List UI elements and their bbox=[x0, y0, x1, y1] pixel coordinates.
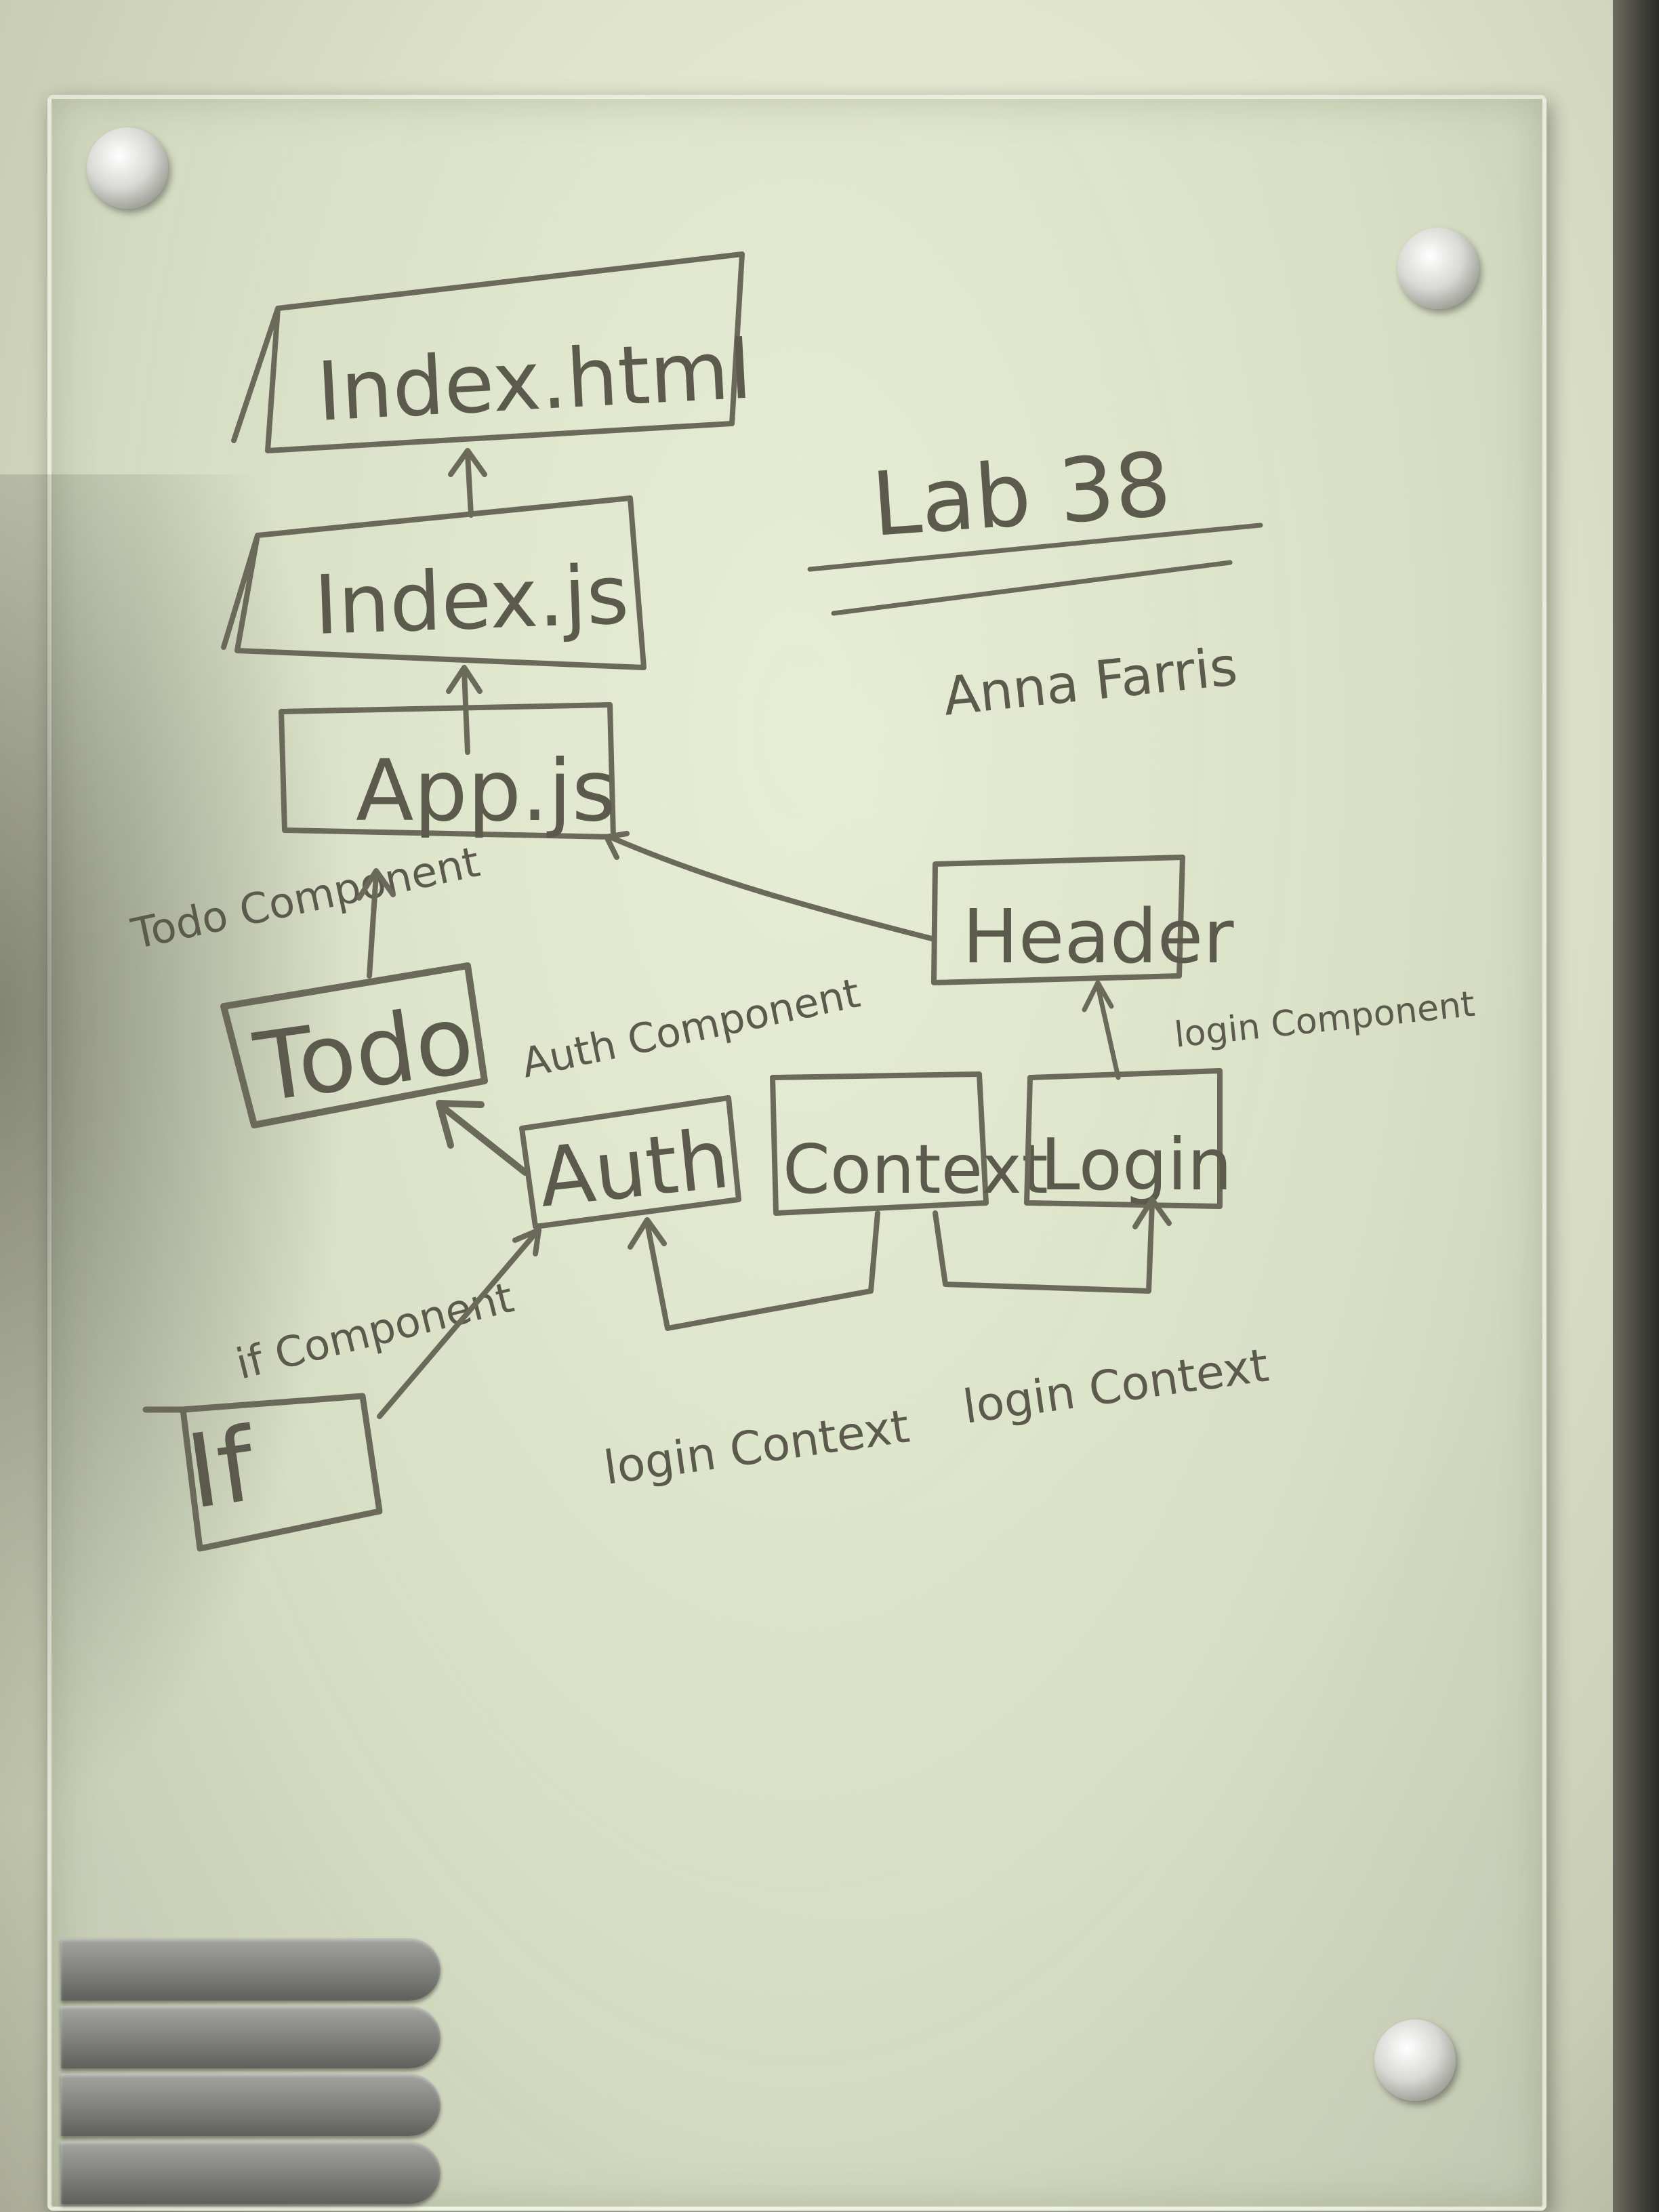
node-box bbox=[142, 1393, 383, 1552]
node-box bbox=[931, 855, 1185, 985]
door-edge bbox=[1613, 0, 1659, 2212]
mount-standoff-top-left bbox=[87, 127, 168, 209]
title-underline bbox=[807, 523, 1263, 572]
node-app-js: App.js bbox=[279, 702, 616, 840]
node-box bbox=[770, 1071, 989, 1216]
node-auth: Auth bbox=[519, 1095, 741, 1229]
arrow-auth-to-todo bbox=[436, 1100, 529, 1176]
hand-shadow bbox=[0, 474, 352, 1830]
arrow-todo-to-appjs bbox=[356, 868, 396, 979]
node-context: Context bbox=[770, 1071, 1048, 1216]
node-box bbox=[519, 1095, 741, 1229]
arrow-context-to-auth bbox=[628, 1210, 880, 1331]
node-label: App.js bbox=[356, 742, 616, 840]
auth-component-note: Auth Component bbox=[518, 970, 864, 1088]
node-header: Header bbox=[931, 855, 1234, 985]
arrow-login-to-header bbox=[1082, 980, 1121, 1080]
node-index-html: Index.html bbox=[231, 251, 754, 453]
node-box bbox=[1024, 1068, 1223, 1209]
title-underline bbox=[831, 560, 1233, 616]
node-box bbox=[231, 251, 745, 453]
node-label: Context bbox=[783, 1130, 1048, 1209]
marker-tray bbox=[61, 1938, 441, 2212]
arrow-indexjs-to-indexhtml bbox=[448, 448, 487, 518]
login-component-note: login Component bbox=[1172, 984, 1477, 1056]
node-label: Login bbox=[1040, 1124, 1232, 1206]
node-box bbox=[220, 962, 488, 1128]
node-label: Auth bbox=[535, 1112, 734, 1226]
author-name: Anna Farris bbox=[941, 636, 1240, 728]
tray-slot bbox=[61, 2074, 441, 2136]
node-label: Index.html bbox=[314, 323, 754, 440]
node-login: Login bbox=[1024, 1068, 1232, 1209]
node-label: Index.js bbox=[312, 548, 630, 653]
login-context-note-left: login Context bbox=[600, 1399, 912, 1495]
arrow-context-to-login bbox=[933, 1197, 1172, 1294]
node-if: If bbox=[142, 1393, 383, 1552]
title-group: Lab 38 Anna Farris bbox=[807, 433, 1263, 728]
if-component-note: if Component bbox=[231, 1272, 518, 1389]
tray-slot bbox=[61, 2006, 441, 2068]
arrow-if-to-auth bbox=[377, 1227, 541, 1419]
arrow-header-to-appjs bbox=[604, 831, 935, 941]
node-label: Header bbox=[962, 893, 1234, 980]
login-context-note-right: login Context bbox=[960, 1338, 1271, 1434]
node-index-js: Index.js bbox=[221, 495, 647, 670]
node-box bbox=[221, 495, 647, 670]
todo-component-note: Todo Component bbox=[127, 837, 484, 959]
mount-standoff-top-right bbox=[1397, 228, 1479, 309]
tray-slot bbox=[61, 2142, 441, 2204]
arrow-appjs-to-indexjs bbox=[446, 665, 483, 755]
diagram-title: Lab 38 bbox=[869, 433, 1174, 556]
mount-standoff-bottom-right bbox=[1374, 2020, 1456, 2101]
tray-slot bbox=[61, 1938, 441, 2001]
